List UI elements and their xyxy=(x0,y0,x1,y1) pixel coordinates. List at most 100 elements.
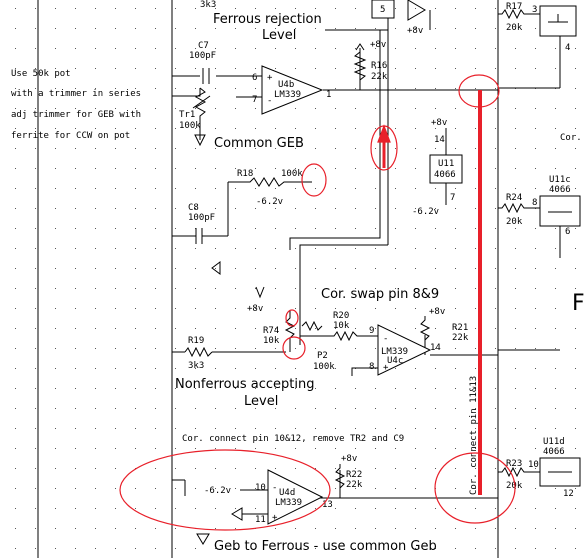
grid-dot xyxy=(535,488,536,489)
grid-dot xyxy=(315,508,316,509)
grid-dot xyxy=(215,468,216,469)
grid-dot xyxy=(55,308,56,309)
grid-dot xyxy=(535,408,536,409)
grid-dot xyxy=(115,228,116,229)
grid-dot xyxy=(555,328,556,329)
grid-dot xyxy=(515,468,516,469)
grid-dot xyxy=(535,508,536,509)
grid-dot xyxy=(235,88,236,89)
grid-dot xyxy=(555,508,556,509)
grid-dot xyxy=(555,268,556,269)
grid-dot xyxy=(535,288,536,289)
grid-dot xyxy=(215,28,216,29)
grid-dot xyxy=(255,128,256,129)
grid-dot xyxy=(15,328,16,329)
grid-dot xyxy=(555,228,556,229)
grid-dot xyxy=(535,148,536,149)
nonferrous-level: Level xyxy=(244,394,278,409)
grid-dot xyxy=(375,48,376,49)
grid-dot xyxy=(415,88,416,89)
grid-dot xyxy=(535,8,536,9)
grid-dot xyxy=(515,328,516,329)
grid-dot xyxy=(355,508,356,509)
grid-dot xyxy=(295,108,296,109)
grid-dot xyxy=(315,368,316,369)
grid-dot xyxy=(535,28,536,29)
grid-dot xyxy=(235,368,236,369)
pin-3: 3 xyxy=(532,5,537,15)
grid-dot xyxy=(415,68,416,69)
grid-dot xyxy=(35,208,36,209)
grid-dot xyxy=(35,268,36,269)
grid-dot xyxy=(135,8,136,9)
grid-dot xyxy=(395,168,396,169)
grid-dot xyxy=(435,508,436,509)
grid-dot xyxy=(315,528,316,529)
grid-dot xyxy=(415,408,416,409)
grid-dot xyxy=(455,48,456,49)
grid-dot xyxy=(535,248,536,249)
grid-dot xyxy=(175,228,176,229)
grid-dot xyxy=(435,348,436,349)
cor-swap-heading: Cor. swap pin 8&9 xyxy=(321,287,439,302)
grid-dot xyxy=(135,188,136,189)
grid-dot xyxy=(535,448,536,449)
grid-dot xyxy=(75,288,76,289)
grid-dot xyxy=(315,48,316,49)
grid-dot xyxy=(155,228,156,229)
grid-dot xyxy=(355,128,356,129)
grid-dot xyxy=(315,28,316,29)
grid-dot xyxy=(515,128,516,129)
grid-dot xyxy=(495,368,496,369)
grid-dot xyxy=(575,448,576,449)
grid-dot xyxy=(375,128,376,129)
u4d-opamp xyxy=(267,469,324,525)
grid-dot xyxy=(75,388,76,389)
grid-dot xyxy=(135,528,136,529)
grid-dot xyxy=(35,68,36,69)
grid-dot xyxy=(255,228,256,229)
grid-dot xyxy=(455,268,456,269)
grid-dot xyxy=(235,248,236,249)
grid-dot xyxy=(455,288,456,289)
grid-dot xyxy=(235,128,236,129)
grid-dot xyxy=(115,468,116,469)
grid-dot xyxy=(95,268,96,269)
grid-dot xyxy=(115,28,116,29)
grid-dot xyxy=(415,248,416,249)
grid-dot xyxy=(275,308,276,309)
grid-dot xyxy=(35,308,36,309)
ferrous-rejection-heading: Ferrous rejection xyxy=(213,12,322,27)
grid-dot xyxy=(455,448,456,449)
grid-dot xyxy=(475,68,476,69)
grid-dot xyxy=(555,108,556,109)
grid-dot xyxy=(515,388,516,389)
r18-label: R18 xyxy=(237,169,253,179)
grid-dot xyxy=(35,148,36,149)
grid-dot xyxy=(315,268,316,269)
grid-dot xyxy=(415,148,416,149)
r19-symbol xyxy=(184,346,213,358)
grid-dot xyxy=(275,248,276,249)
r16-label: R16 xyxy=(371,61,387,71)
grid-dot xyxy=(515,268,516,269)
cor-connect-10-12-note: Cor. connect pin 10&12, remove TR2 and C… xyxy=(182,434,404,444)
cor-connect-11-13-note: Cor. connect pin 11&13 xyxy=(469,376,479,495)
grid-dot xyxy=(75,448,76,449)
grid-dot xyxy=(295,348,296,349)
grid-dot xyxy=(375,228,376,229)
grid-dot xyxy=(415,28,416,29)
grid-dot xyxy=(215,448,216,449)
grid-dot xyxy=(255,188,256,189)
u11-box xyxy=(429,154,463,184)
grid-dot xyxy=(395,448,396,449)
grid-dot xyxy=(255,108,256,109)
grid-dot xyxy=(455,228,456,229)
grid-dot xyxy=(335,68,336,69)
grid-dot xyxy=(515,28,516,29)
grid-dot xyxy=(35,448,36,449)
grid-dot xyxy=(335,388,336,389)
grid-dot xyxy=(455,468,456,469)
u4b-opamp xyxy=(261,65,324,115)
grid-dot xyxy=(495,428,496,429)
